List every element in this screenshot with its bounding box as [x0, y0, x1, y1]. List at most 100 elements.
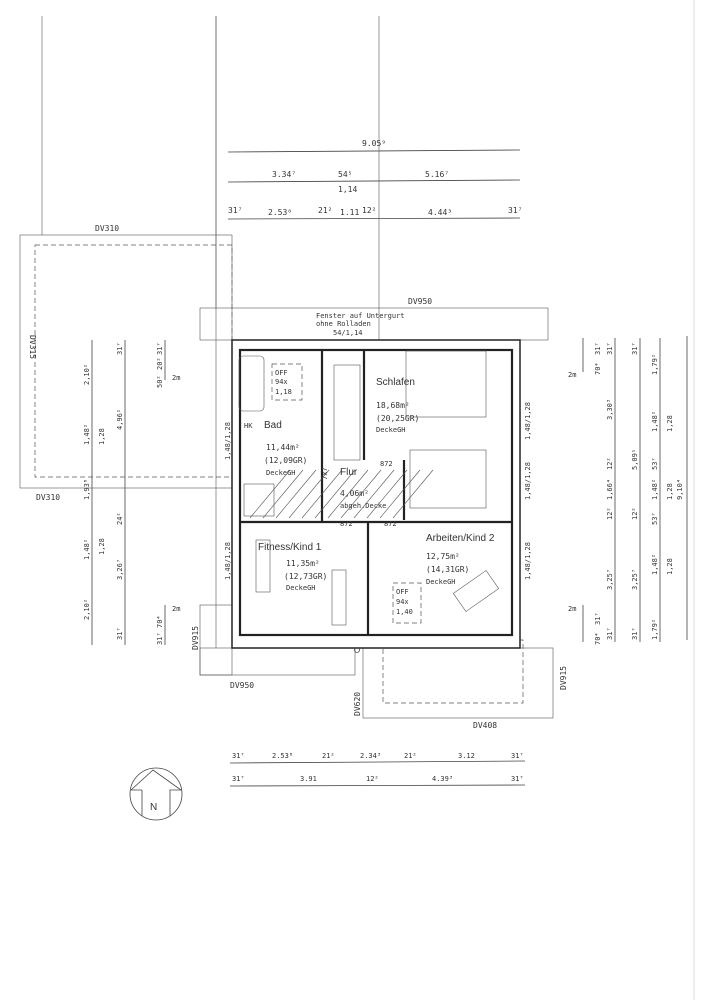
- off: 1,40: [396, 608, 413, 616]
- door-size: 7x7: [321, 467, 329, 480]
- room-area: 12,75m²: [426, 552, 460, 561]
- hatch-line: [340, 469, 382, 519]
- room-area: 4,06m²: [340, 489, 369, 498]
- dim-label: 53⁷: [651, 457, 659, 470]
- dim-label: 31⁷: [594, 342, 602, 355]
- hatch-line: [327, 469, 369, 519]
- dim-total: 9.05⁹: [362, 139, 386, 148]
- dim-label: 3,25⁷: [631, 569, 639, 590]
- dim-label: 3,26⁷: [116, 559, 124, 580]
- dim-label: 5,09¹: [631, 449, 639, 470]
- dim-label: 3.91: [300, 775, 317, 783]
- dim-label: 1,28: [666, 558, 674, 575]
- dim-label: 2.34³: [360, 752, 381, 760]
- dim-label: 1,28: [98, 538, 106, 555]
- dim-label: 12²: [606, 457, 614, 470]
- mark: 2m: [172, 374, 180, 382]
- off: OFF: [396, 588, 409, 596]
- window-size: 1,48/1,28: [524, 542, 532, 580]
- dim-label: 1,28: [666, 483, 674, 500]
- mark: 2m: [568, 371, 576, 379]
- top-dimensions: 9.05⁹ 3.34⁷ 54⁵ 1,14 5.16⁷ 31⁷ 2.53⁸ 21²…: [227, 139, 522, 220]
- hatch-line: [301, 469, 343, 519]
- room-gr: (12,73GR): [284, 572, 327, 581]
- mark: 2m: [172, 605, 180, 613]
- dim-label: 31⁷: [606, 627, 614, 640]
- room-ceiling: DeckeGH: [286, 584, 316, 592]
- dim-label: 1,48²: [651, 554, 659, 575]
- dim: 54⁵: [338, 170, 352, 179]
- roof-label: DV408: [473, 721, 497, 730]
- walls: [231, 339, 521, 653]
- hatch-line: [288, 469, 330, 519]
- dim-label: 70⁴: [594, 632, 602, 645]
- dim-label: 53⁷: [651, 512, 659, 525]
- room-bad: OFF 94x 1,18 HK Bad 11,44m² (12,09GR) De…: [244, 363, 307, 477]
- hatch-line: [262, 469, 304, 519]
- dim-label: 31⁷: [116, 342, 124, 355]
- north-label: N: [150, 802, 157, 813]
- dim-label: 31⁷: [156, 632, 164, 645]
- dim-label: 1,48²: [651, 479, 659, 500]
- room-name: Flur: [340, 467, 358, 478]
- window-size: 1,48/1,28: [224, 422, 232, 460]
- dim-label: 31⁷: [631, 627, 639, 640]
- dim-label: 31⁷: [511, 775, 524, 783]
- dim-label: 31⁷: [156, 342, 164, 355]
- dim-label: 12²: [631, 507, 639, 520]
- dim: 1,14: [338, 185, 357, 194]
- off: OFF: [275, 369, 288, 377]
- room-ceiling: DeckeGH: [376, 426, 406, 434]
- room-ceiling: abgeh.Decke: [340, 502, 386, 510]
- roof-label: DV620: [353, 692, 362, 716]
- roof-label: DV915: [559, 666, 568, 690]
- window-size: 1,48/1,28: [524, 462, 532, 500]
- dim-label: 2.53⁸: [272, 752, 293, 760]
- dim-label: 4.39³: [432, 775, 453, 783]
- dim: 12²: [362, 206, 376, 215]
- hatch-line: [275, 469, 317, 519]
- room-area: 11,35m²: [286, 559, 320, 568]
- door-size: 872: [384, 520, 397, 528]
- dim-label: 1,28: [98, 428, 106, 445]
- note: ohne Rolladen: [316, 320, 371, 328]
- dim-label: 31⁷: [606, 342, 614, 355]
- dim-label: 31⁷: [232, 752, 245, 760]
- roof-label: DV915: [191, 626, 200, 650]
- window-note: Fenster auf Untergurt ohne Rolladen 54/1…: [316, 312, 405, 337]
- roof-label: DV950: [230, 681, 254, 690]
- roof-label: DV310: [95, 224, 119, 233]
- right-dimensions: 31⁷70⁴31⁷70⁴31⁷3,30³12²1,66⁴12²3,25⁷31⁷3…: [582, 336, 688, 645]
- hatch-line: [353, 469, 395, 519]
- dim-label: 1,93⁸: [83, 479, 91, 500]
- room-gr: (12,09GR): [264, 456, 307, 465]
- dim-label: 3,30³: [606, 399, 614, 420]
- dim: 31⁷: [228, 206, 242, 215]
- room-ceiling: DeckeGH: [266, 469, 296, 477]
- dim-label: 4,96¹: [116, 409, 124, 430]
- dim: 31⁷: [508, 206, 522, 215]
- dim-label: 9,10⁴: [676, 479, 684, 500]
- hatch-line: [379, 469, 421, 519]
- dim-label: 12²: [366, 775, 379, 783]
- dim-label: 3.12: [458, 752, 475, 760]
- dim-label: 1,28: [666, 415, 674, 432]
- hatch-line: [314, 469, 356, 519]
- roof-label: DV950: [408, 297, 432, 306]
- flur-hatching: [249, 469, 434, 519]
- room-area: 11,44m²: [266, 443, 300, 452]
- dim-label: 1,66⁴: [606, 479, 614, 500]
- left-dimensions: 2,10²1,48²1,93⁸1,48²2,10²1,281,2831⁷4,96…: [83, 340, 166, 645]
- dim-label: 70⁴: [594, 362, 602, 375]
- room-name: Fitness/Kind 1: [258, 542, 322, 553]
- room-gr: (20,25GR): [376, 414, 419, 423]
- dim-label: 31⁷: [511, 752, 524, 760]
- off: 94x: [396, 598, 409, 606]
- dim-label: 20²: [156, 357, 164, 370]
- room-schlafen: Schlafen 18,68m² (20,25GR) DeckeGH: [376, 377, 419, 434]
- window-labels: 1,48/1,28 1,48/1,28 1,48/1,28 1,48/1,28 …: [172, 371, 576, 613]
- dim-label: 2,10²: [83, 599, 91, 620]
- off: 94x: [275, 378, 288, 386]
